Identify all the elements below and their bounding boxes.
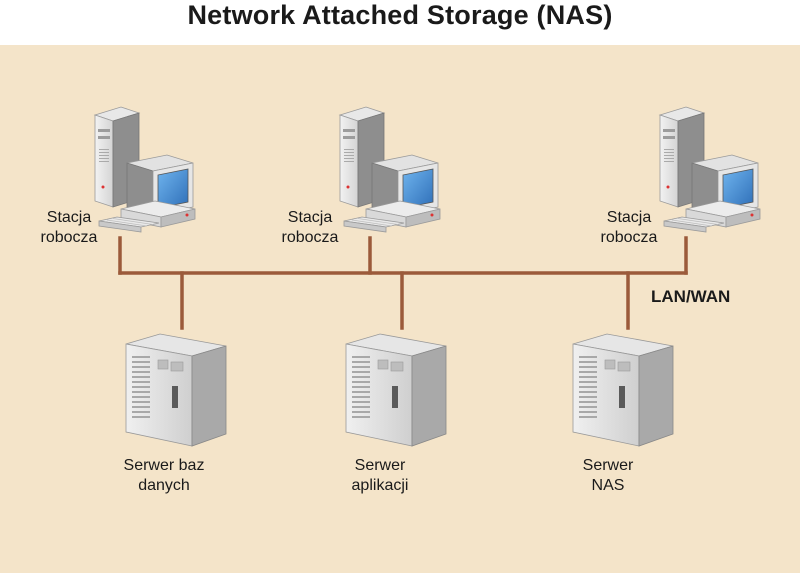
workstation-label-1: Stacja robocza [40, 209, 98, 246]
workstation-icon [659, 106, 761, 233]
diagram-title: Network Attached Storage (NAS) [187, 0, 613, 30]
server-label-nas: Serwer NAS [582, 457, 634, 494]
workstation-icon [339, 106, 441, 233]
network-bus [118, 236, 688, 330]
workstation-label-3: Stacja robocza [600, 209, 658, 246]
server-label-database: Serwer baz danych [123, 457, 205, 494]
application-server-icon [345, 333, 447, 447]
network-label: LAN/WAN [651, 287, 731, 306]
nas-server-icon [572, 333, 674, 447]
database-server-icon [125, 333, 227, 447]
server-label-application: Serwer aplikacji [351, 457, 409, 494]
workstation-label-2: Stacja robocza [281, 209, 339, 246]
